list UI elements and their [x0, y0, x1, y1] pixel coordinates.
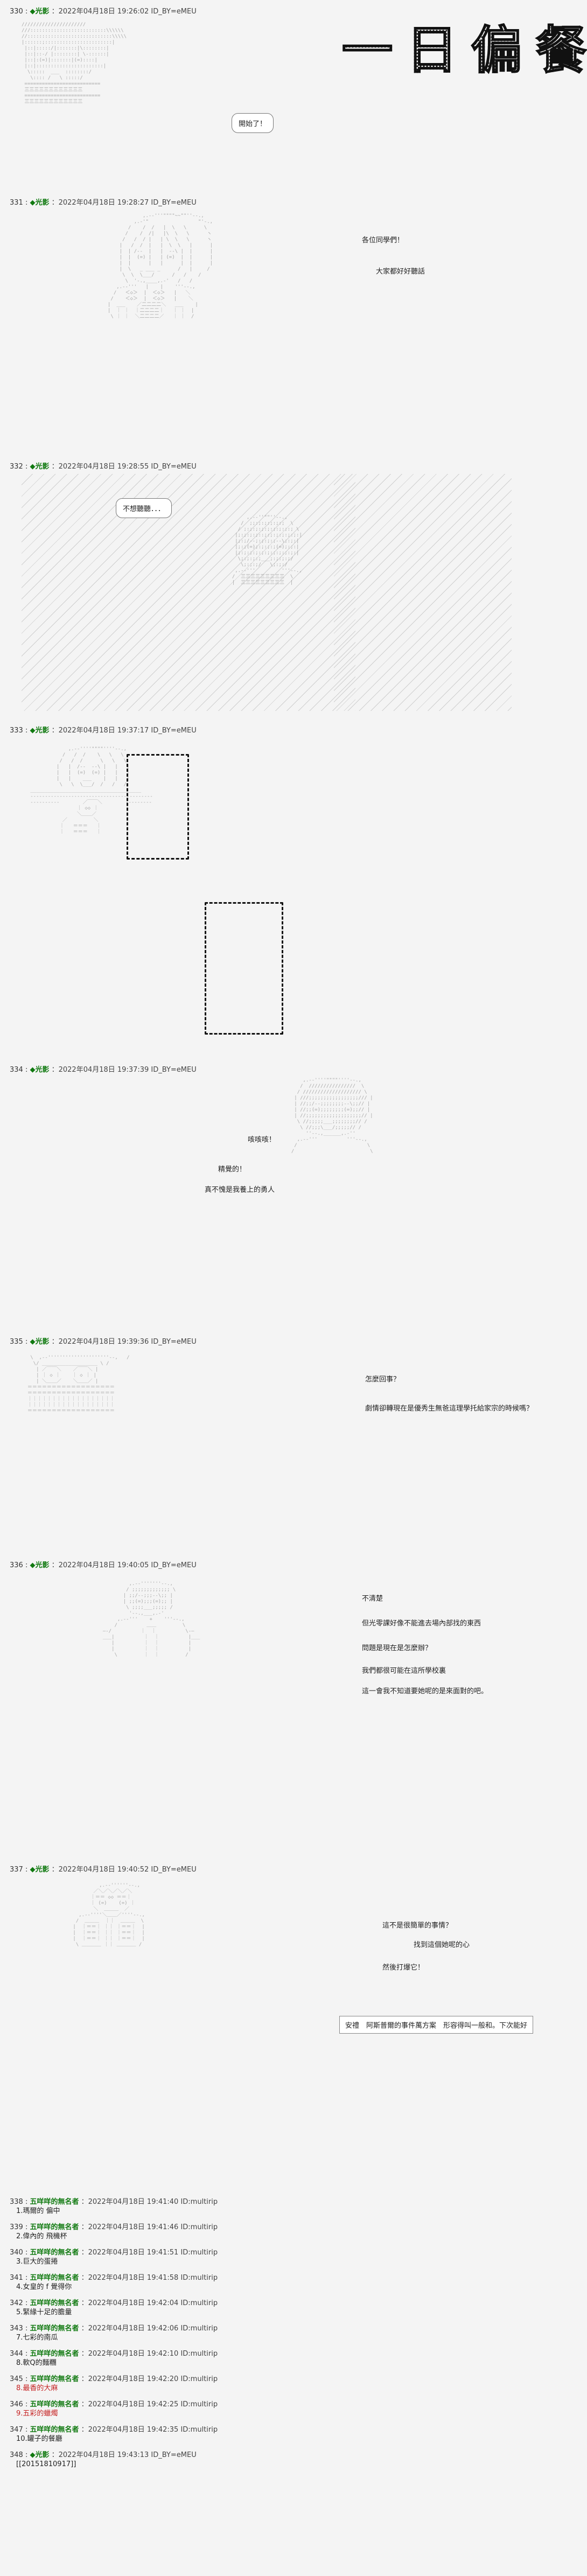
- poster-name[interactable]: ◆光影: [30, 199, 50, 207]
- dialogue-line: 我們都很可能在這所學校裏: [362, 1667, 446, 1675]
- post-header: 333 : ◆光影 ：2022年04月18日 19:37:17 ID_BY=eM…: [10, 727, 197, 735]
- poster-name[interactable]: 五咩咩的無名者: [30, 2274, 79, 2282]
- reply-item: 340 : 五咩咩的無名者 ：2022年04月18日 19:41:51 ID:m…: [10, 2249, 218, 2266]
- dialogue-line: 真不愧是我養上的勇人: [205, 1186, 275, 1194]
- title-char: 日: [406, 16, 458, 81]
- post-335: 335 : ◆光影 ：2022年04月18日 19:39:36 ID_BY=eM…: [0, 1336, 587, 1559]
- reply-item: 348 : ◆光影 ：2022年04月18日 19:43:13 ID_BY=eM…: [10, 2451, 197, 2468]
- dialogue-line: 這一會我不知道要她呢的是來面對的吧。: [362, 1687, 488, 1695]
- shout-glyph-top: [127, 754, 189, 860]
- ascii-art-figure: ,.-‐''""''‐-., / ;;:;:;:;:;:; \ / ;:;:;:…: [232, 515, 302, 585]
- poster-name[interactable]: 五咩咩的無名者: [30, 2299, 79, 2307]
- post-334: 334 : ◆光影 ：2022年04月18日 19:37:39 ID_BY=eM…: [0, 1064, 587, 1336]
- poster-name[interactable]: 五咩咩的無名者: [30, 2223, 79, 2231]
- reply-item: 338 : 五咩咩的無名者 ：2022年04月18日 19:41:40 ID:m…: [10, 2198, 218, 2215]
- poster-name[interactable]: ◆光影: [30, 463, 50, 471]
- reply-body: 8.最香的大麻: [16, 2384, 58, 2392]
- post-333: 333 : ◆光影 ：2022年04月18日 19:37:17 ID_BY=eM…: [0, 724, 587, 1066]
- dialogue-line: 咳咳咳！: [248, 1136, 276, 1144]
- post-331: 331 : ◆光影 ：2022年04月18日 19:28:27 ID_BY=eM…: [0, 197, 587, 460]
- ascii-art-figure: \ ,-‐'''''''''''''''''''''‐-, / \/ _____…: [27, 1355, 130, 1414]
- reply-item: 341 : 五咩咩的無名者 ：2022年04月18日 19:41:58 ID:m…: [10, 2274, 218, 2291]
- poster-name[interactable]: 五咩咩的無名者: [30, 2350, 79, 2358]
- poster-name[interactable]: 五咩咩的無名者: [30, 2400, 79, 2409]
- dialogue-line: 找到這個她呢的心: [414, 1941, 470, 1949]
- poster-name[interactable]: 五咩咩的無名者: [30, 2426, 79, 2434]
- reply-body: 5.緊緣十足的膽量: [16, 2308, 72, 2316]
- speed-lines: [334, 474, 512, 711]
- post-332: 332 : ◆光影 ：2022年04月18日 19:28:55 ID_BY=eM…: [0, 460, 587, 724]
- speed-lines: [22, 474, 355, 711]
- poster-name[interactable]: 五咩咩的無名者: [30, 2324, 79, 2333]
- title-char: 餐: [535, 16, 587, 81]
- dialogue-line: 然後打爆它！: [382, 1964, 425, 1972]
- post-337: 337 : ◆光影 ：2022年04月18日 19:40:52 ID_BY=eM…: [0, 1863, 587, 2184]
- reply-body: 9.五彩的蠟燭: [16, 2410, 58, 2418]
- ascii-art-figure: ,.-‐'''""""~~""''‐-., ,.-'" "'-., / / / …: [108, 213, 213, 319]
- ascii-art-figure: ,.-‐''''''‐-., ／＼／＼／＼／＼ ｜＝＝ ◇◇ ＝＝｜ ｜ (=)…: [73, 1883, 145, 1947]
- poster-name[interactable]: 五咩咩的無名者: [30, 2249, 79, 2257]
- post-header: 330 : ◆光影 ：2022年04月18日 19:26:02 ID_BY=eM…: [10, 8, 197, 16]
- reply-body: 10.罐子的餐廳: [16, 2435, 62, 2443]
- poster-name[interactable]: ◆光影: [30, 2451, 50, 2459]
- reply-item: 343 : 五咩咩的無名者 ：2022年04月18日 19:42:06 ID:m…: [10, 2324, 218, 2342]
- reply-body: 4.女皇的 f 覺得你: [16, 2283, 72, 2291]
- poster-name[interactable]: 五咩咩的無名者: [30, 2198, 79, 2206]
- post-header: 331 : ◆光影 ：2022年04月18日 19:28:27 ID_BY=eM…: [10, 199, 197, 207]
- reply-item: 346 : 五咩咩的無名者 ：2022年04月18日 19:42:25 ID:m…: [10, 2400, 218, 2418]
- dialogue-line: 大家都好好聽話: [376, 268, 425, 276]
- reply-body: [[20151810917]]: [16, 2460, 76, 2468]
- reply-body: 2.偉內的 飛機杯: [16, 2232, 67, 2240]
- caption-text: 安禮 阿斯普爾的事件萬方案 形容得叫一般和。下次能好: [345, 2022, 528, 2030]
- bubble-text: 不想聽聽．．．: [123, 505, 165, 513]
- reply-item: 347 : 五咩咩的無名者 ：2022年04月18日 19:42:35 ID:m…: [10, 2426, 218, 2443]
- title-char: 偏: [471, 16, 523, 81]
- title-char: 一: [341, 16, 394, 81]
- post-header: 334 : ◆光影 ：2022年04月18日 19:37:39 ID_BY=eM…: [10, 1066, 197, 1074]
- speech-bubble: 不想聽聽．．．: [116, 498, 172, 518]
- poster-name[interactable]: ◆光影: [30, 1866, 50, 1874]
- reply-body: 7.七彩的南瓜: [16, 2334, 58, 2342]
- poster-name[interactable]: ◆光影: [30, 727, 50, 735]
- dialogue-line: 這不是很簡單的事情？: [382, 1922, 453, 1930]
- reply-body: 8.軟Q的麵糰: [16, 2359, 57, 2367]
- dialogue-line: 問題是現在是怎麼辦？: [362, 1644, 432, 1652]
- post-header: 337 : ◆光影 ：2022年04月18日 19:40:52 ID_BY=eM…: [10, 1866, 197, 1874]
- dialogue-line: 不清楚: [362, 1595, 383, 1603]
- ascii-art-figure: ,.-‐'''''''‐-., / ;;;;;;;;;;;;; \ | ;;/‐…: [102, 1581, 200, 1658]
- ascii-art-figure: ////////////////////// ///::::::::::::::…: [22, 22, 127, 104]
- dialogue-line: 劇情卻轉現在是優秀生無爸這理學托給家宗的時候嗎？: [365, 1405, 534, 1413]
- speech-bubble: 開始了！: [232, 113, 274, 133]
- post-header: 336 : ◆光影 ：2022年04月18日 19:40:05 ID_BY=eM…: [10, 1561, 197, 1569]
- post-header: 335 : ◆光影 ：2022年04月18日 19:39:36 ID_BY=eM…: [10, 1338, 197, 1346]
- reply-item: 342 : 五咩咩的無名者 ：2022年04月18日 19:42:04 ID:m…: [10, 2299, 218, 2316]
- reply-body: 3.巨大的蛋捲: [16, 2258, 58, 2266]
- dialogue-line: 各位同學們！: [362, 236, 404, 245]
- reply-item: 345 : 五咩咩的無名者 ：2022年04月18日 19:42:20 ID:m…: [10, 2375, 218, 2392]
- dialogue-line: 精覺的！: [218, 1165, 247, 1174]
- reply-body: 1.瑪爾的 偏中: [16, 2207, 60, 2215]
- ascii-art-figure: ,.-‐''''""""''''‐-., / //////////////// …: [291, 1078, 373, 1154]
- poster-name[interactable]: ◆光影: [30, 8, 50, 16]
- poster-name[interactable]: ◆光影: [30, 1338, 50, 1346]
- post-header: 332 : ◆光影 ：2022年04月18日 19:28:55 ID_BY=eM…: [10, 463, 197, 471]
- poster-name[interactable]: ◆光影: [30, 1066, 50, 1074]
- shout-glyph-bottom: [205, 902, 283, 1035]
- reply-item: 339 : 五咩咩的無名者 ：2022年04月18日 19:41:46 ID:m…: [10, 2223, 218, 2240]
- post-330: 330 : ◆光影 ：2022年04月18日 19:26:02 ID_BY=eM…: [0, 5, 587, 199]
- poster-name[interactable]: ◆光影: [30, 1561, 50, 1569]
- caption-box: 安禮 阿斯普爾的事件萬方案 形容得叫一般和。下次能好: [339, 2016, 534, 2034]
- title-banner: 一 日 偏 餐: [341, 16, 587, 81]
- post-336: 336 : ◆光影 ：2022年04月18日 19:40:05 ID_BY=eM…: [0, 1559, 587, 1863]
- reply-item: 344 : 五咩咩的無名者 ：2022年04月18日 19:42:10 ID:m…: [10, 2350, 218, 2367]
- bubble-text: 開始了！: [239, 120, 267, 128]
- dialogue-line: 怎麼回事？: [365, 1376, 401, 1384]
- dialogue-line: 但光零課好像不能進去場內部找的東西: [362, 1619, 481, 1628]
- poster-name[interactable]: 五咩咩的無名者: [30, 2375, 79, 2383]
